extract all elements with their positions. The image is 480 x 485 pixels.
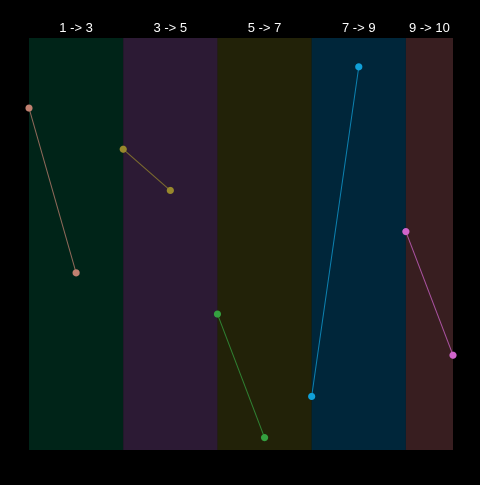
band-1 (29, 38, 124, 450)
series-4-point-2 (355, 63, 363, 71)
band-3 (217, 38, 312, 450)
band-label-4: 7 -> 9 (342, 20, 376, 35)
series-5-line-1 (405, 231, 454, 356)
series-2-point-2 (166, 186, 174, 195)
band-label-2: 3 -> 5 (154, 20, 188, 35)
series-2-point-1 (119, 145, 127, 153)
series-3-point-2 (260, 434, 269, 442)
band-2 (123, 38, 218, 450)
series-1-line-1 (28, 107, 77, 273)
band-labels-layer: 1 -> 3 3 -> 5 5 -> 7 7 -> 9 9 -> 10 (59, 20, 450, 35)
band-5 (405, 38, 453, 450)
series-5-point-1 (402, 228, 410, 236)
band-label-5: 9 -> 10 (409, 20, 450, 35)
series-4-line-1 (311, 66, 360, 397)
series-5-point-2 (449, 351, 457, 359)
series-4-point-1 (308, 392, 316, 401)
series-2-line-1 (122, 148, 171, 191)
band-4 (311, 38, 406, 450)
band-label-1: 1 -> 3 (59, 20, 93, 35)
series-3-point-1 (213, 310, 222, 318)
series-1-point-1 (25, 104, 33, 112)
series-points-layer (25, 63, 457, 442)
band-label-3: 5 -> 7 (248, 20, 282, 35)
series-3-line-1 (216, 313, 266, 438)
series-lines-layer (28, 66, 454, 438)
bands-layer (29, 38, 453, 450)
series-1-point-2 (72, 269, 80, 277)
